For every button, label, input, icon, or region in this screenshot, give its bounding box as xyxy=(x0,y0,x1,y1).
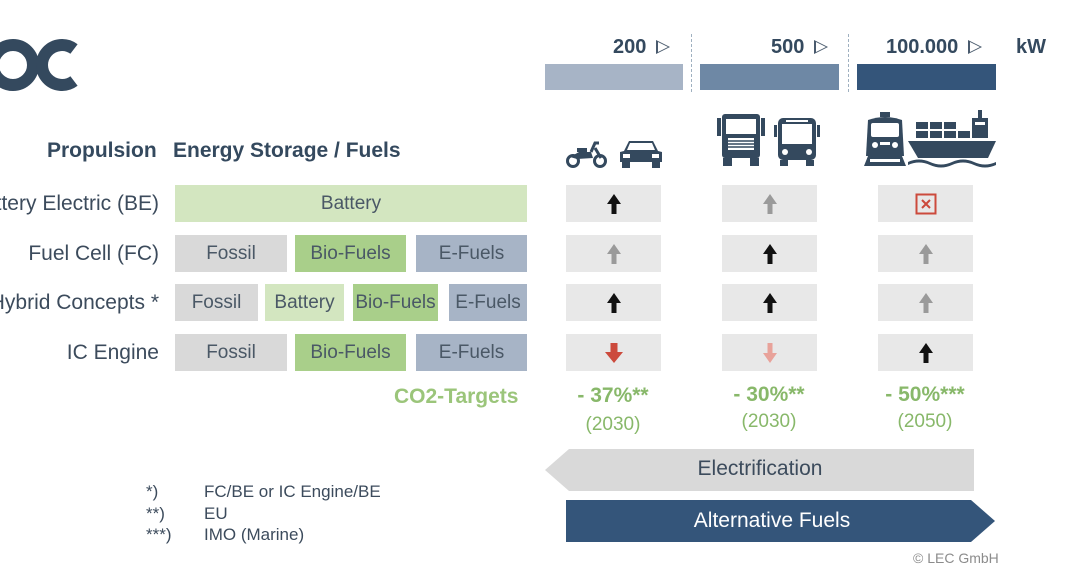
power-level-2: 500 xyxy=(771,36,829,59)
train-icon xyxy=(864,112,906,166)
arrow-down-pink-icon xyxy=(762,342,777,363)
power-level-1: 200 xyxy=(613,36,671,59)
cell-fc-small xyxy=(566,235,661,272)
power-level-3: 100.000 xyxy=(886,36,983,59)
divider xyxy=(691,34,692,92)
footnote-text: EU xyxy=(204,504,228,523)
heading-energy-storage: Energy Storage / Fuels xyxy=(173,139,401,162)
power-bar-2 xyxy=(700,64,839,90)
footnote-mark: *) xyxy=(146,482,159,501)
row-label-battery-electric: Battery Electric (BE) xyxy=(0,192,159,215)
heading-propulsion: Propulsion xyxy=(47,139,157,162)
scooter-icon xyxy=(566,141,607,168)
co2-target-value: - 50%*** xyxy=(885,383,965,406)
fuel-e-fuels: E-Fuels xyxy=(416,334,527,371)
co2-target-year: (2030) xyxy=(585,414,641,435)
footnote-mark: **) xyxy=(146,504,165,523)
arrow-up-gray-icon xyxy=(918,292,933,313)
alternative-fuels-arrow xyxy=(566,500,995,542)
copyright: © LEC GmbH xyxy=(913,550,999,566)
fuel-fossil: Fossil xyxy=(175,284,258,321)
co2-targets-label: CO2-Targets xyxy=(394,385,519,408)
fuel-battery: Battery xyxy=(265,284,344,321)
co2-target-value: - 30%** xyxy=(733,383,805,406)
footnote-mark: ***) xyxy=(146,525,172,544)
cell-ic-large xyxy=(878,334,973,371)
cell-ic-medium xyxy=(722,334,817,371)
alternative-fuels-label: Alternative Fuels xyxy=(693,509,851,532)
fuel-bio-fuels: Bio-Fuels xyxy=(295,235,406,272)
row-label-hybrid: Hybrid Concepts * xyxy=(0,291,159,314)
car-icon xyxy=(620,141,662,168)
cell-fc-large xyxy=(878,235,973,272)
power-bar-3 xyxy=(857,64,996,90)
arrow-up-black-icon xyxy=(606,292,621,313)
arrow-up-black-icon xyxy=(918,342,933,363)
fuel-battery: Battery xyxy=(175,185,527,222)
electrification-label: Electrification xyxy=(697,457,823,480)
arrow-down-red-icon xyxy=(604,342,623,363)
cell-hybrid-large xyxy=(878,284,973,321)
fuel-fossil: Fossil xyxy=(175,334,287,371)
arrow-up-black-icon xyxy=(762,243,777,264)
lec-logo xyxy=(0,39,78,91)
fuel-fossil: Fossil xyxy=(175,235,287,272)
play-arrow-icon xyxy=(656,40,671,54)
divider xyxy=(848,34,849,92)
co2-target-year: (2030) xyxy=(741,411,797,432)
co2-target-year: (2050) xyxy=(897,411,953,432)
arrow-up-gray-icon xyxy=(606,243,621,264)
fuel-e-fuels: E-Fuels xyxy=(416,235,527,272)
arrow-up-gray-icon xyxy=(762,193,777,214)
cell-hybrid-medium xyxy=(722,284,817,321)
cell-hybrid-small xyxy=(566,284,661,321)
bus-icon xyxy=(774,118,820,166)
fuel-bio-fuels: Bio-Fuels xyxy=(353,284,438,321)
arrow-up-black-icon xyxy=(606,193,621,214)
electrification-arrow xyxy=(545,449,974,491)
co2-target-value: - 37%** xyxy=(577,384,649,407)
arrow-up-gray-icon xyxy=(918,243,933,264)
power-bar-1 xyxy=(545,64,683,90)
cell-be-medium xyxy=(722,185,817,222)
arrow-up-black-icon xyxy=(762,292,777,313)
cell-ic-small xyxy=(566,334,661,371)
row-label-fuel-cell: Fuel Cell (FC) xyxy=(28,242,159,265)
cell-be-large xyxy=(878,185,973,222)
fuel-bio-fuels: Bio-Fuels xyxy=(295,334,406,371)
ship-icon xyxy=(908,110,996,168)
cell-be-small xyxy=(566,185,661,222)
truck-icon xyxy=(717,114,765,166)
footnote-text: FC/BE or IC Engine/BE xyxy=(204,482,381,501)
footnote-text: IMO (Marine) xyxy=(204,525,305,544)
fuel-e-fuels: E-Fuels xyxy=(449,284,527,321)
cell-fc-medium xyxy=(722,235,817,272)
play-arrow-icon xyxy=(814,40,829,54)
play-arrow-icon xyxy=(968,40,983,54)
cross-box-icon xyxy=(915,193,936,214)
power-unit: kW xyxy=(1016,36,1046,58)
row-label-ic-engine: IC Engine xyxy=(66,341,159,364)
